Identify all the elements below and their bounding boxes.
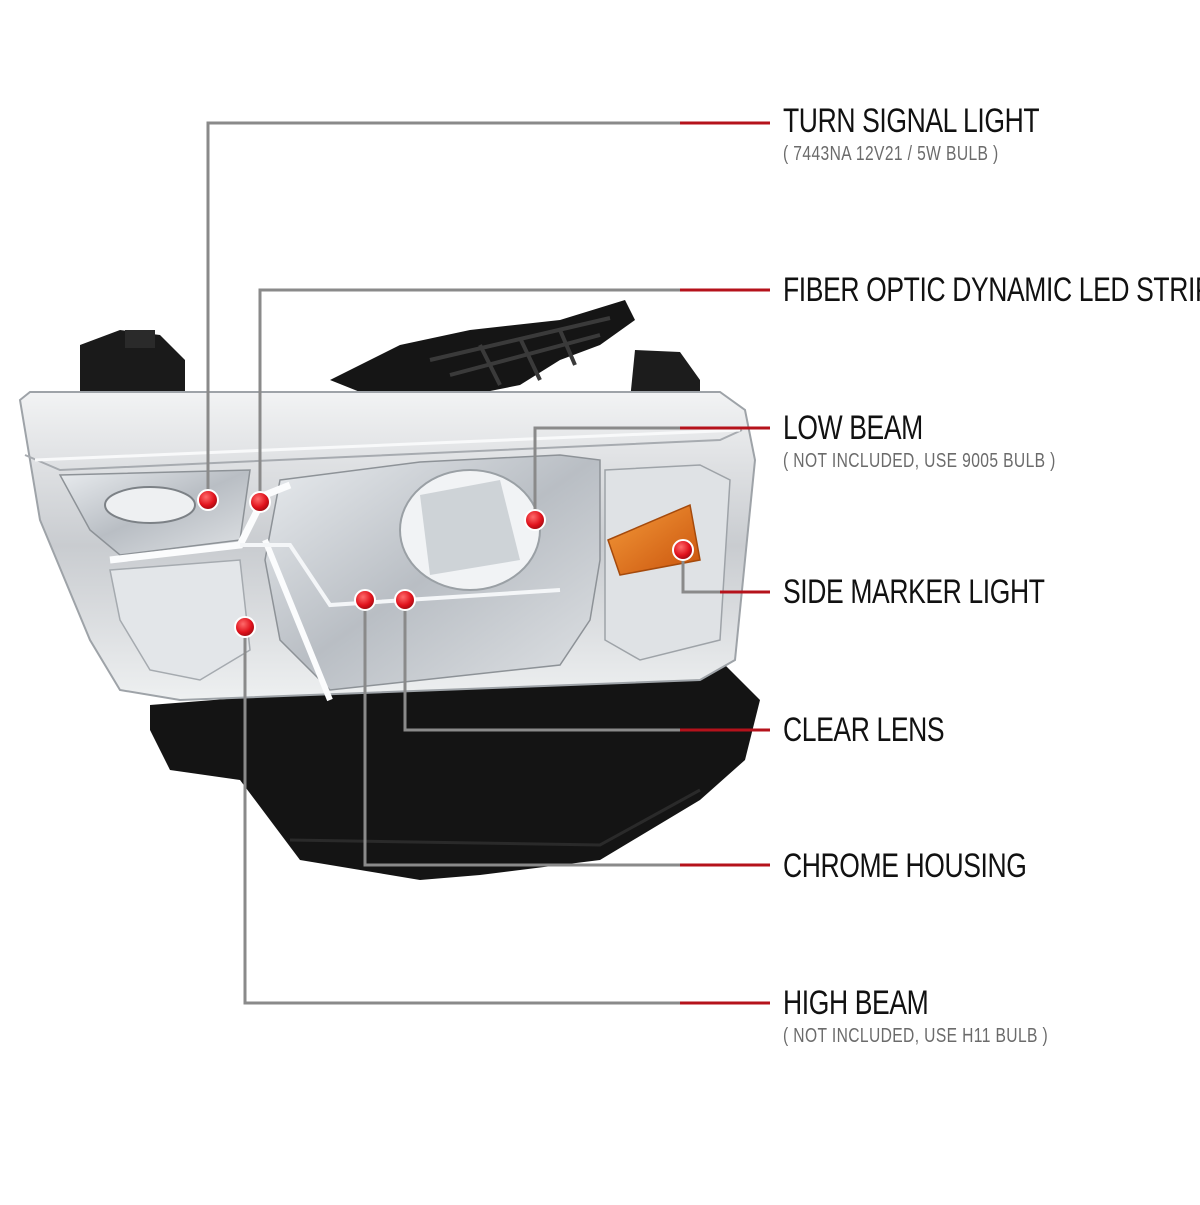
callout-clear-lens: CLEAR LENS <box>783 713 990 747</box>
callout-title: FIBER OPTIC DYNAMIC LED STRIP <box>783 271 1200 309</box>
mounting-bracket <box>80 300 700 400</box>
leader-clear-lens <box>403 602 770 732</box>
leader-lines <box>206 121 770 1005</box>
leader-turn-signal <box>206 121 770 500</box>
marker-side-marker <box>672 539 694 561</box>
marker-turn-signal <box>197 489 219 511</box>
callout-title: CLEAR LENS <box>783 711 945 749</box>
marker-fiber-strip <box>249 491 271 513</box>
callout-markers <box>197 489 694 638</box>
callout-subtitle: ( NOT INCLUDED, USE 9005 BULB ) <box>783 450 1056 472</box>
leader-fiber-strip <box>258 288 770 502</box>
callout-high-beam: HIGH BEAM ( NOT INCLUDED, USE H11 BULB ) <box>783 986 1123 1046</box>
lower-housing <box>150 660 760 880</box>
callout-side-marker: SIDE MARKER LIGHT <box>783 575 1118 609</box>
marker-chrome-housing <box>354 589 376 611</box>
marker-clear-lens <box>394 589 416 611</box>
clear-lens-shape <box>58 454 731 691</box>
callout-chrome-housing: CHROME HOUSING <box>783 849 1095 883</box>
leader-chrome-housing <box>363 602 770 867</box>
callout-turn-signal: TURN SIGNAL LIGHT ( 7443NA 12V21 / 5W BU… <box>783 104 1111 164</box>
callout-title: CHROME HOUSING <box>783 847 1027 885</box>
callout-title: LOW BEAM <box>783 409 923 447</box>
marker-low-beam <box>524 509 546 531</box>
callout-low-beam: LOW BEAM ( NOT INCLUDED, USE 9005 BULB ) <box>783 411 1133 471</box>
callout-title: HIGH BEAM <box>783 984 929 1022</box>
led-strip-shape <box>109 481 561 702</box>
callout-title: SIDE MARKER LIGHT <box>783 573 1045 611</box>
marker-high-beam <box>234 616 256 638</box>
callout-title: TURN SIGNAL LIGHT <box>783 102 1040 140</box>
callout-fiber-strip: FIBER OPTIC DYNAMIC LED STRIP <box>783 273 1200 307</box>
leader-high-beam <box>243 628 770 1005</box>
callout-subtitle: ( NOT INCLUDED, USE H11 BULB ) <box>783 1025 1049 1047</box>
callout-subtitle: ( 7443NA 12V21 / 5W BULB ) <box>783 143 999 165</box>
